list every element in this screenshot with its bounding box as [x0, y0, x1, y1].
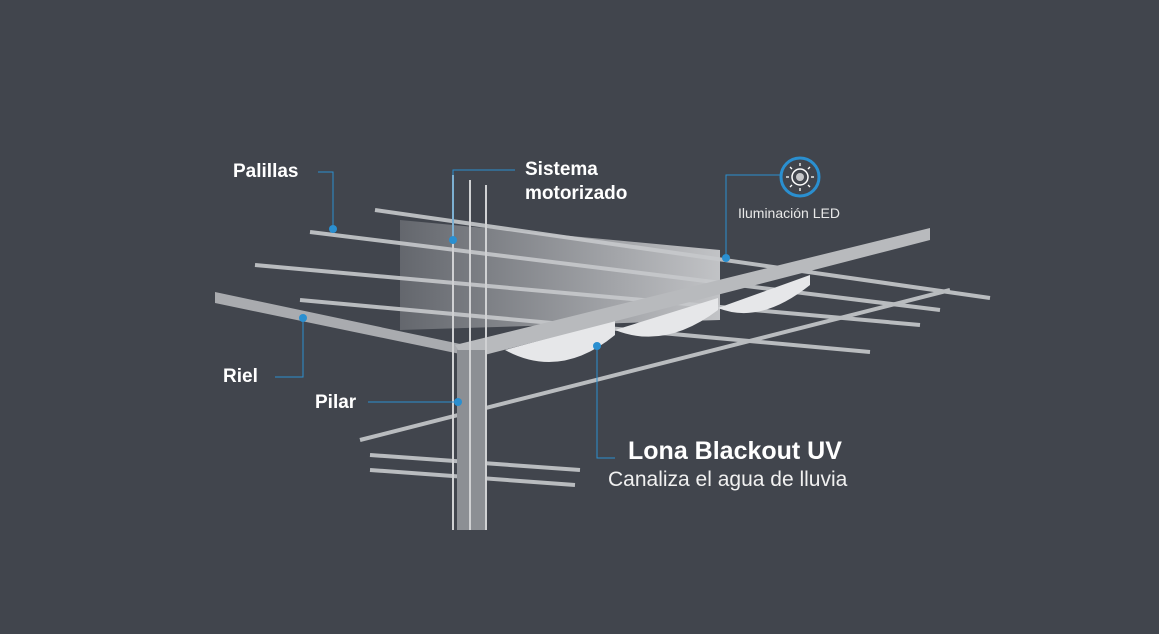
label-riel: Riel [223, 366, 258, 387]
label-sistema-motorizado: Sistema motorizado [525, 158, 627, 206]
label-led: Iluminación LED [738, 205, 840, 221]
callout-lines [275, 169, 780, 459]
callout-dots [299, 225, 730, 406]
pillar [452, 175, 487, 530]
rail [215, 228, 930, 360]
label-palillas: Palillas [233, 161, 299, 182]
label-sistema-line1: Sistema [525, 159, 598, 180]
canvas-folds [505, 275, 810, 362]
led-icon [779, 156, 821, 198]
label-lona-title: Lona Blackout UV [628, 437, 842, 465]
label-pilar: Pilar [315, 392, 357, 413]
label-lona-subtitle: Canaliza el agua de lluvia [608, 468, 848, 491]
label-sistema-line2: motorizado [525, 183, 628, 204]
